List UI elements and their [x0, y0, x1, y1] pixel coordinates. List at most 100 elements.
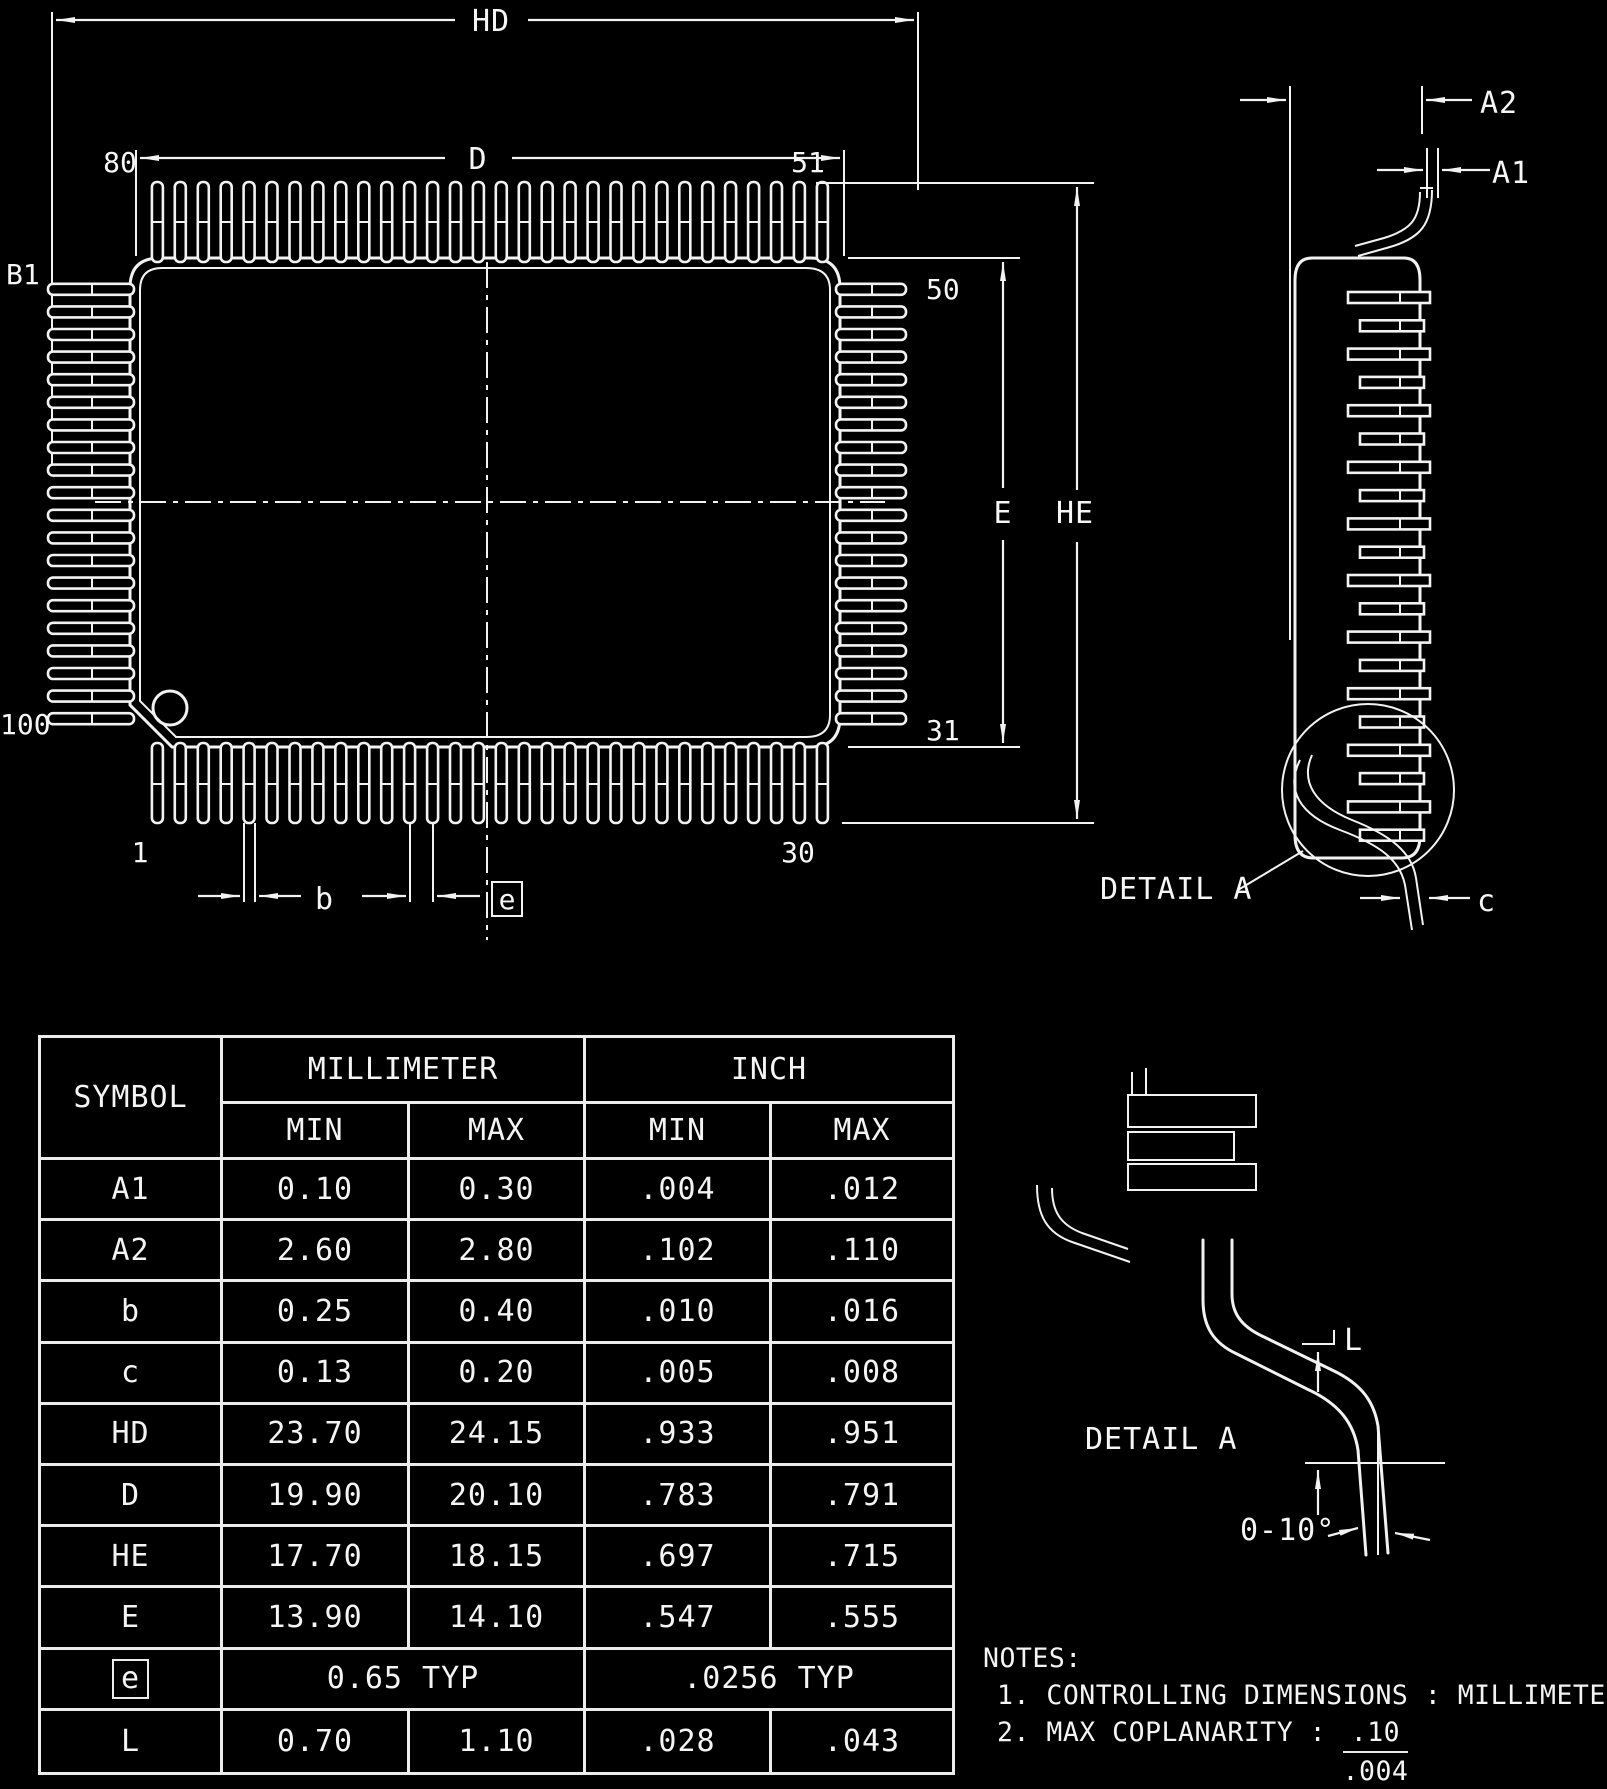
table-header-symbol: SYMBOL [41, 1038, 223, 1160]
table-cell-in-max: .043 [823, 1723, 901, 1759]
table-cell-mm-max: 2.80 [410, 1221, 586, 1283]
side-lead [1358, 488, 1426, 503]
detail-body-bar [1127, 1131, 1235, 1161]
side-bottom-lead [1293, 759, 1413, 931]
pin-label-81: B1 [6, 258, 40, 291]
detail-body-bar [1127, 1163, 1257, 1191]
pin-label-50: 50 [926, 273, 960, 306]
table-cell-mm-min: 17.70 [223, 1527, 410, 1589]
pin-label-80: 80 [103, 146, 137, 179]
boxed-symbol: e [111, 1658, 150, 1699]
table-cell-in-min: .005 [586, 1343, 772, 1405]
table-symbol-e: e [41, 1649, 223, 1711]
package-body-inner [139, 267, 831, 738]
table-header-in-max: MAX [772, 1104, 952, 1160]
dim-a1-label: A1 [1492, 156, 1530, 191]
table-cell-in-max: .012 [772, 1160, 952, 1222]
detail-lead [1201, 1238, 1368, 1557]
detail-a-title: DETAIL A [1085, 1422, 1238, 1457]
table-cell-mm-max: 0.30 [410, 1160, 586, 1222]
dim-c: c [1360, 884, 1496, 919]
right-pins [834, 282, 908, 726]
pin-label-30: 30 [781, 836, 815, 869]
dim-l-label: L [1344, 1323, 1363, 1358]
table-symbol-HE: HE [41, 1527, 223, 1589]
side-lead [1358, 545, 1426, 560]
table-cell-mm-max: 14.10 [410, 1588, 586, 1650]
dim-c-label: c [1477, 884, 1496, 919]
table-cell-mm-max: 1.10 [410, 1710, 586, 1772]
table-symbol-c: c [41, 1343, 223, 1405]
pin1-indicator [151, 689, 189, 727]
side-view: A2 A1 c DETAIL A [1100, 86, 1530, 931]
table-cell-in-max: .016 [772, 1282, 952, 1344]
pin-label-31: 31 [926, 714, 960, 747]
table-cell-mm-min: 0.10 [223, 1160, 410, 1222]
side-lead [1346, 630, 1432, 644]
table-cell-in-max: .555 [772, 1588, 952, 1650]
left-pins [46, 282, 136, 726]
side-lead [1358, 432, 1426, 446]
table-symbol-b: b [41, 1282, 223, 1344]
side-lead [1346, 743, 1432, 758]
detail-body-bar [1127, 1094, 1257, 1128]
coplanarity-fraction: .10.004 [1342, 1714, 1409, 1789]
side-lead [1346, 686, 1432, 701]
table-cell-in-max: .110 [772, 1221, 952, 1283]
table-symbol-L: L [41, 1710, 223, 1772]
dim-pitch-label: e [499, 883, 516, 916]
notes-title: NOTES: [983, 1643, 1082, 1674]
side-lead [1346, 573, 1432, 588]
package-body [128, 256, 842, 749]
dim-he-label: HE [1056, 496, 1094, 531]
top-view: HD D 80 51 B1 100 50 31 1 30 [0, 4, 1094, 940]
dim-b: b [198, 823, 334, 917]
table-header-in-min: MIN [586, 1104, 772, 1160]
side-lead [1346, 460, 1432, 475]
table-cell-mm-min: 0.25 [223, 1282, 410, 1344]
notes-block: NOTES: 1. CONTROLLING DIMENSIONS : MILLI… [983, 1640, 1607, 1789]
table-cell-mm-min: 23.70 [223, 1404, 410, 1466]
dim-d: D [140, 142, 840, 177]
detail-a-view: L 0-10° DETAIL A [1036, 1068, 1445, 1557]
pin-label-1: 1 [132, 836, 149, 869]
table-cell-mm-max: 24.15 [410, 1404, 586, 1466]
top-pins [150, 180, 830, 264]
table-cell-in-max: .008 [772, 1344, 952, 1405]
table-header-millimeter: MILLIMETER [223, 1038, 586, 1104]
bottom-pins [150, 741, 830, 825]
table-cell-in-min: .783 [586, 1465, 772, 1528]
dim-e: E [848, 257, 1020, 748]
table-cell-in-min: .102 [586, 1221, 772, 1283]
side-lead [1346, 517, 1432, 531]
table-symbol-D: D [41, 1465, 223, 1528]
table-cell-in-min: .547 [586, 1588, 772, 1650]
dim-e-label: E [993, 496, 1012, 531]
side-lead [1358, 318, 1426, 333]
side-lead [1346, 800, 1432, 814]
table-symbol-A2: A2 [41, 1221, 223, 1283]
dim-he: HE [816, 182, 1094, 824]
table-cell-in-min: .010 [586, 1282, 772, 1344]
dim-a1: A1 [1377, 148, 1530, 198]
dim-d-label: D [468, 142, 487, 177]
pitch-box [491, 881, 523, 917]
side-lead [1346, 403, 1432, 418]
side-body [1293, 256, 1422, 860]
table-cell-mm-max: 20.10 [410, 1465, 586, 1528]
dim-pitch: e [362, 823, 523, 917]
detail-a-circle [1281, 703, 1455, 877]
table-symbol-A1: A1 [41, 1160, 223, 1222]
dim-b-label: b [315, 882, 334, 917]
dim-l: L [1302, 1323, 1363, 1515]
table-cell-mm-max: 0.40 [410, 1282, 586, 1344]
dim-a2-label: A2 [1480, 86, 1518, 121]
side-lead [1346, 290, 1432, 305]
table-cell-mm-min: 0.13 [223, 1343, 410, 1405]
detail-a-callout: DETAIL A [1100, 872, 1253, 907]
dim-angle: 0-10° [1240, 1430, 1431, 1555]
side-top-lead [1357, 189, 1433, 257]
side-lead [1358, 375, 1426, 390]
